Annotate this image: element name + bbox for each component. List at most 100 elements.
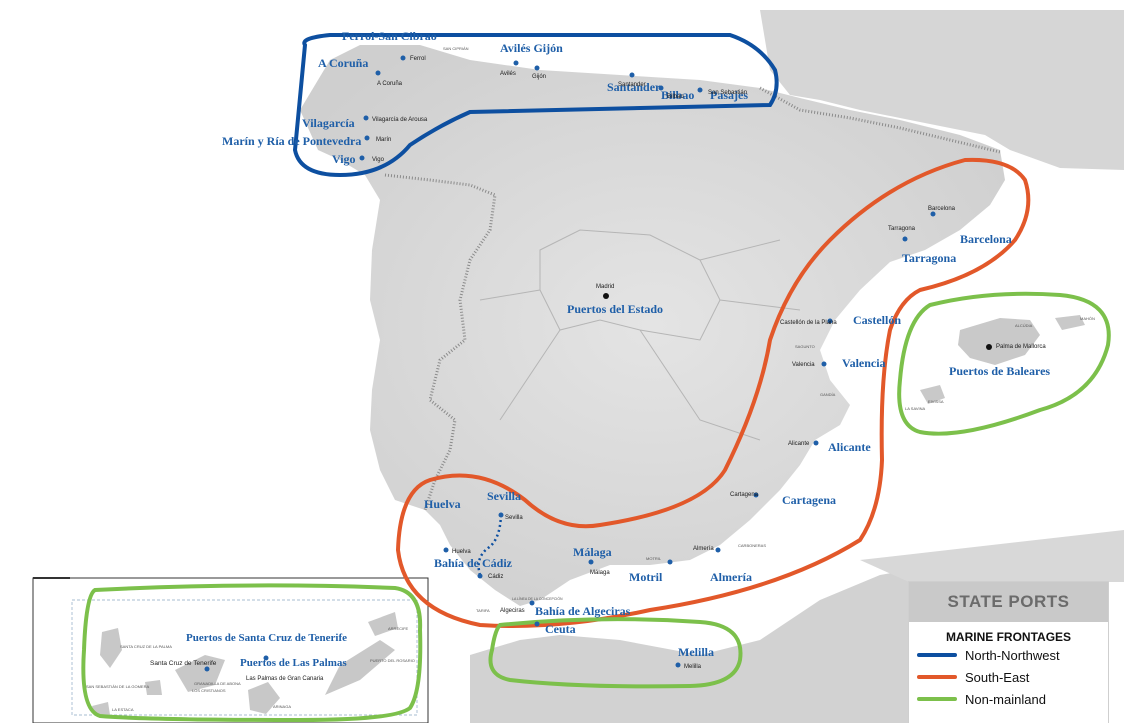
iberia-landmass — [300, 45, 1005, 606]
palma-marker — [986, 344, 992, 350]
lanzarote-island — [368, 612, 398, 636]
city-carboneras: CARBONERAS — [738, 543, 766, 548]
port-pasajes-label: Pasajes — [710, 88, 748, 102]
city-sansebastian: San Sebastián — [708, 90, 747, 96]
legend-item-label: Non-mainland — [965, 691, 1046, 707]
legend-title: STATE PORTS — [909, 582, 1108, 622]
city-santander: Santander — [618, 82, 646, 88]
legend-swatch — [917, 653, 957, 657]
port-santander-label: Santander — [607, 80, 661, 94]
city-scpalma: SANTA CRUZ DE LA PALMA — [120, 644, 172, 649]
baleares-frontage-outline — [897, 291, 1111, 436]
city-sancibrao: SAN CIPRIÁN — [443, 46, 469, 51]
france-landmass — [760, 10, 1124, 170]
legend-panel: STATE PORTS MARINE FRONTAGES North-North… — [909, 582, 1108, 723]
city-valencia: Valencia — [792, 362, 815, 368]
city-granadilla: GRANADILLA DE ABONA — [194, 681, 241, 686]
ibiza-island — [920, 385, 945, 404]
legend-swatch — [917, 697, 957, 701]
port-acoruna-label: A Coruña — [318, 56, 368, 70]
city-loscristianos: LOS CRISTIANOS — [192, 688, 226, 693]
port-alicante-label: Alicante — [828, 440, 871, 454]
legend-item-label: North-Northwest — [965, 647, 1060, 663]
port-estado-label: Puertos del Estado — [567, 302, 663, 316]
gran-canaria-island — [248, 682, 280, 714]
port-castellon-label: Castellón — [853, 313, 901, 327]
city-bilbao: Bilbao — [667, 94, 684, 100]
la-palma-island — [100, 628, 122, 668]
fuerteventura-island — [325, 640, 395, 695]
africa-right — [860, 530, 1124, 582]
port-tenerife-label: Puertos de Santa Cruz de Tenerife — [186, 632, 347, 644]
city-lasavina: LA SAVINA — [905, 406, 925, 411]
canary-islands-inset — [32, 577, 429, 723]
port-tarragona-label: Tarragona — [902, 251, 956, 265]
port-malaga-label: Málaga — [573, 545, 612, 559]
port-melilla-label: Melilla — [678, 645, 714, 659]
city-cartagena: Cartagena — [730, 492, 759, 498]
legend-item-south-east: South-East — [909, 666, 1108, 688]
city-almeria: Almería — [693, 546, 714, 552]
legend-item-label: South-East — [965, 669, 1030, 685]
city-alicante: Alicante — [788, 441, 810, 447]
legend-swatch — [917, 675, 957, 679]
port-markers — [204, 55, 936, 672]
gomera-island — [145, 680, 162, 695]
city-melilla: Melilla — [684, 664, 702, 670]
port-marin-label: Marín y Ría de Pontevedra — [222, 134, 361, 148]
portugal-border — [384, 173, 497, 511]
city-ibiza: EIVISSA — [928, 399, 944, 404]
city-aviles: Avilés — [500, 71, 516, 77]
port-valencia-label: Valencia — [842, 356, 886, 370]
city-castellon: Castellón de la Plana — [780, 320, 837, 326]
port-huelva-label: Huelva — [424, 497, 461, 511]
madrid-marker — [603, 293, 609, 299]
city-laestaca: LA ESTACA — [112, 707, 134, 712]
port-algeciras-label: Bahía de Algeciras — [535, 604, 631, 618]
city-gandia: GANDÍA — [820, 392, 836, 397]
legend-item-north-northwest: North-Northwest — [909, 644, 1108, 666]
port-barcelona-label: Barcelona — [960, 232, 1012, 246]
port-sevilla-label: Sevilla — [487, 489, 521, 503]
city-sctenerife: Santa Cruz de Tenerife — [150, 660, 217, 667]
city-algeciras: Algeciras — [500, 608, 525, 614]
city-alcudia: ALCÚDIA — [1015, 323, 1033, 328]
city-arrecife: ARRECIFE — [388, 626, 409, 631]
city-huelva: Huelva — [452, 549, 471, 555]
city-sagunto: SAGUNTO — [795, 344, 815, 349]
port-ceuta-label: Ceuta — [545, 622, 576, 636]
city-mahon: MAHÓN — [1080, 316, 1095, 321]
city-marin: Marín — [376, 137, 391, 143]
port-cartagena-label: Cartagena — [782, 493, 836, 507]
port-vigo-label: Vigo — [332, 152, 356, 166]
city-gijon: Gijón — [532, 74, 546, 80]
menorca-island — [1055, 315, 1085, 330]
region-borders — [479, 229, 801, 441]
port-laspalmas-label: Puertos de Las Palmas — [240, 657, 347, 669]
south-east-frontage-outline — [395, 157, 1031, 628]
port-ferrol-label: Ferrol-San Cibrao — [342, 29, 437, 43]
city-barcelona: Barcelona — [928, 206, 956, 212]
city-lpgc: Las Palmas de Gran Canaria — [246, 676, 324, 682]
city-puertorosario: PUERTO DEL ROSARIO — [370, 658, 415, 663]
city-vigo: Vigo — [372, 157, 385, 163]
city-vilagarcia: Vilagarcía de Arousa — [372, 117, 428, 123]
city-madrid: Madrid — [596, 284, 614, 290]
port-baleares-label: Puertos de Baleares — [949, 364, 1050, 378]
city-sevilla: Sevilla — [505, 515, 523, 521]
city-malaga: Málaga — [590, 570, 610, 576]
port-motril-label: Motril — [629, 570, 663, 584]
city-tarragona: Tarragona — [888, 226, 916, 232]
city-sansebgomera: SAN SEBASTIÁN DE LA GOMERA — [86, 684, 149, 689]
port-bilbao-label: Bilbao — [661, 88, 694, 102]
port-almeria-label: Almería — [710, 570, 752, 584]
ceuta-melilla-frontage-outline — [488, 617, 743, 689]
city-arinaga: ARINAGA — [273, 704, 291, 709]
city-cadiz: Cádiz — [488, 574, 503, 580]
city-lalinea: LA LÍNEA DE LA CONCEPCIÓN — [512, 596, 563, 601]
legend-subtitle: MARINE FRONTAGES — [945, 630, 1072, 644]
port-aviles-gijon-label: Avilés Gijón — [500, 41, 563, 55]
port-cadiz-label: Bahía de Cádiz — [434, 556, 513, 570]
france-border — [759, 86, 1001, 154]
